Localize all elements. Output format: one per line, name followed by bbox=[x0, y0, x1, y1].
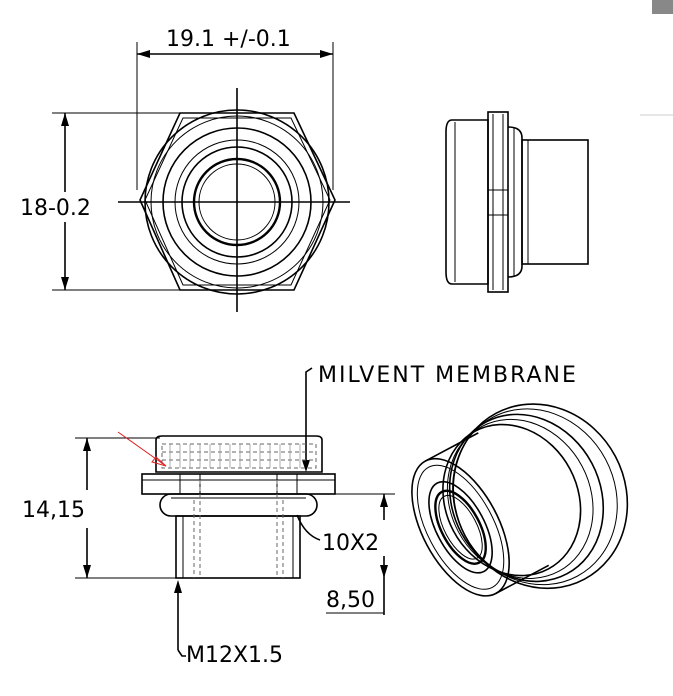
thread-label: M12X1.5 bbox=[186, 643, 283, 668]
vent-cap bbox=[155, 435, 323, 473]
isometric-view bbox=[411, 403, 629, 597]
o-ring bbox=[159, 493, 318, 517]
hex-outline bbox=[139, 112, 336, 291]
thread-length-label: 8,50 bbox=[326, 588, 375, 613]
section-height-label: 14,15 bbox=[22, 498, 85, 523]
oring-label: 10X2 bbox=[322, 531, 379, 556]
thread-body bbox=[175, 515, 301, 579]
top-height-label: 18-0.2 bbox=[20, 196, 91, 221]
side-view bbox=[445, 111, 589, 293]
corner-marker bbox=[652, 0, 673, 14]
top-width-label: 19.1 +/-0.1 bbox=[166, 27, 291, 52]
top-view: 19.1 +/-0.1 18-0.2 bbox=[20, 27, 350, 312]
section-view: MILVENT MEMBRANE 14,15 bbox=[22, 363, 578, 668]
membrane-note: MILVENT MEMBRANE bbox=[318, 363, 578, 388]
hex-flange bbox=[141, 473, 336, 495]
top-width-dimension: 19.1 +/-0.1 bbox=[136, 27, 334, 190]
membrane-pointer bbox=[117, 431, 167, 467]
top-height-dimension: 18-0.2 bbox=[20, 112, 285, 291]
